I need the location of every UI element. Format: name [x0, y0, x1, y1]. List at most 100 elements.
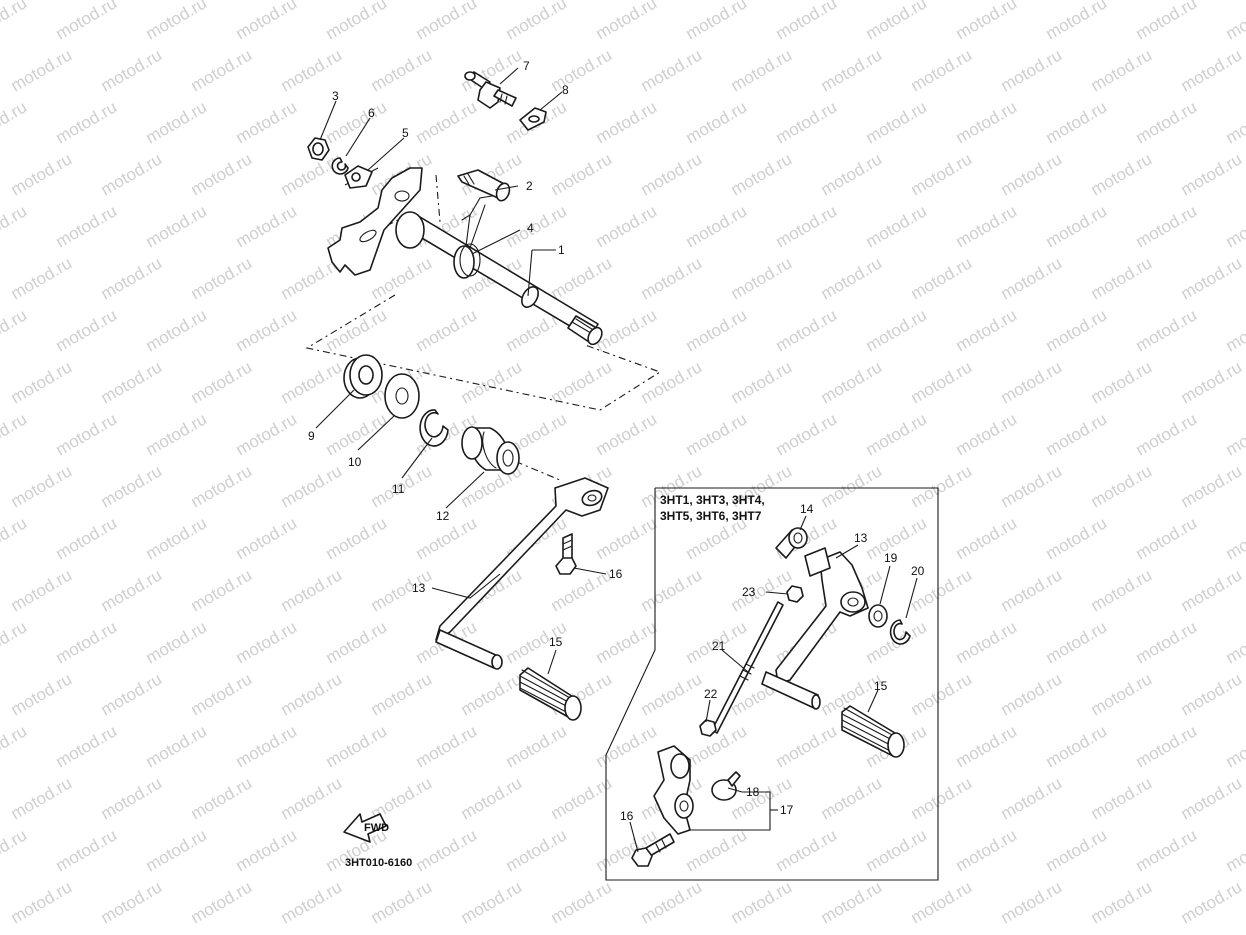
watermark-text: motod.ru — [323, 617, 391, 667]
watermark-text: motod.ru — [143, 97, 211, 147]
watermark-text: motod.ru — [593, 513, 661, 563]
part-7-bolt — [464, 71, 517, 109]
part-5-plate — [344, 165, 373, 189]
part-14-rod-end — [775, 527, 808, 559]
watermark-text: motod.ru — [1088, 461, 1156, 511]
watermark-text: motod.ru — [0, 0, 30, 43]
watermark-text: motod.ru — [548, 357, 616, 407]
watermark-text: motod.ru — [503, 0, 571, 43]
watermark-text: motod.ru — [98, 461, 166, 511]
watermark-text: motod.ru — [953, 721, 1021, 771]
watermark-text: motod.ru — [908, 669, 976, 719]
callout-2: 2 — [526, 179, 533, 193]
watermark-text: motod.ru — [143, 0, 211, 43]
callout-19: 19 — [884, 551, 898, 565]
callout-13-inset: 13 — [854, 531, 868, 545]
fwd-label: FWD — [364, 822, 389, 834]
watermark-text: motod.ru — [1223, 513, 1246, 563]
watermark-text: motod.ru — [728, 253, 796, 303]
callout-13: 13 — [412, 581, 426, 595]
watermark-text: motod.ru — [98, 773, 166, 823]
callout-18: 18 — [746, 785, 760, 799]
callout-3: 3 — [332, 89, 339, 103]
callout-15-inset: 15 — [874, 679, 888, 693]
callout-16: 16 — [609, 567, 623, 581]
watermark-text: motod.ru — [548, 773, 616, 823]
watermark-text: motod.ru — [233, 513, 301, 563]
watermark-text: motod.ru — [278, 877, 346, 927]
watermark-text: motod.ru — [638, 253, 706, 303]
watermark-text: motod.ru — [188, 461, 256, 511]
watermark-text: motod.ru — [1178, 149, 1246, 199]
watermark-text: motod.ru — [1088, 253, 1156, 303]
watermark-text: motod.ru — [1223, 825, 1246, 875]
callout-22: 22 — [704, 687, 718, 701]
watermark-text: motod.ru — [593, 97, 661, 147]
callout-14: 14 — [800, 502, 814, 516]
watermark-text: motod.ru — [1178, 877, 1246, 927]
watermark-text: motod.ru — [1133, 513, 1201, 563]
watermark-text: motod.ru — [278, 773, 346, 823]
watermark-text: motod.ru — [0, 201, 30, 251]
watermark-text: motod.ru — [8, 45, 76, 95]
part-15-pedal-rubber — [519, 667, 582, 721]
watermark-text: motod.ru — [998, 877, 1066, 927]
part-21-shift-rod — [711, 601, 784, 734]
watermark-text: motod.ru — [53, 305, 121, 355]
watermark-text: motod.ru — [98, 149, 166, 199]
watermark-text: motod.ru — [863, 97, 931, 147]
watermark-text: motod.ru — [773, 409, 841, 459]
watermark-text: motod.ru — [98, 357, 166, 407]
watermark-text: motod.ru — [98, 253, 166, 303]
watermark-text: motod.ru — [818, 149, 886, 199]
watermark-text: motod.ru — [683, 201, 751, 251]
watermark-text: motod.ru — [503, 825, 571, 875]
watermark-text: motod.ru — [8, 669, 76, 719]
watermark-text: motod.ru — [368, 669, 436, 719]
watermark-text: motod.ru — [1043, 513, 1111, 563]
watermark-text: motod.ru — [773, 97, 841, 147]
watermark-text: motod.ru — [998, 45, 1066, 95]
watermark-text: motod.ru — [1088, 45, 1156, 95]
watermark-text: motod.ru — [413, 0, 481, 43]
watermark-text: motod.ru — [728, 45, 796, 95]
part-23-nut — [786, 585, 804, 603]
watermark-text: motod.ru — [8, 357, 76, 407]
watermark-text: motod.ru — [278, 565, 346, 615]
part-8-washer — [519, 107, 547, 131]
watermark-text: motod.ru — [998, 773, 1066, 823]
watermark-text: motod.ru — [143, 617, 211, 667]
watermark-text: motod.ru — [1178, 253, 1246, 303]
watermark-text: motod.ru — [413, 305, 481, 355]
watermark-text: motod.ru — [233, 201, 301, 251]
watermark-text: motod.ru — [863, 825, 931, 875]
watermark-text: motod.ru — [323, 721, 391, 771]
watermark-text: motod.ru — [53, 617, 121, 667]
callout-8: 8 — [562, 83, 569, 97]
watermark-text: motod.ru — [233, 617, 301, 667]
callout-9: 9 — [308, 429, 315, 443]
watermark-text: motod.ru — [593, 305, 661, 355]
watermark-text: motod.ru — [233, 825, 301, 875]
watermark-text: motod.ru — [1043, 409, 1111, 459]
watermark-text: motod.ru — [818, 45, 886, 95]
part-9-oil-seal — [343, 354, 383, 399]
watermark-text: motod.ru — [413, 825, 481, 875]
watermark-text: motod.ru — [53, 201, 121, 251]
part-11-circlip — [419, 409, 449, 447]
watermark-text: motod.ru — [458, 877, 526, 927]
part-20-circlip — [889, 619, 911, 645]
watermark-text: motod.ru — [998, 149, 1066, 199]
part-1-shift-arm — [327, 167, 425, 276]
watermark-text: motod.ru — [1133, 97, 1201, 147]
watermark-text: motod.ru — [98, 45, 166, 95]
inset-box: 3HT1, 3HT3, 3HT4, 3HT5, 3HT6, 3HT7 — [605, 487, 939, 881]
watermark-text: motod.ru — [953, 0, 1021, 43]
watermark-text: motod.ru — [188, 669, 256, 719]
watermark-text: motod.ru — [53, 0, 121, 43]
watermark-text: motod.ru — [368, 877, 436, 927]
watermark-text: motod.ru — [1133, 201, 1201, 251]
watermark-text: motod.ru — [1178, 461, 1246, 511]
watermark-text: motod.ru — [1088, 357, 1156, 407]
watermark-text: motod.ru — [278, 357, 346, 407]
